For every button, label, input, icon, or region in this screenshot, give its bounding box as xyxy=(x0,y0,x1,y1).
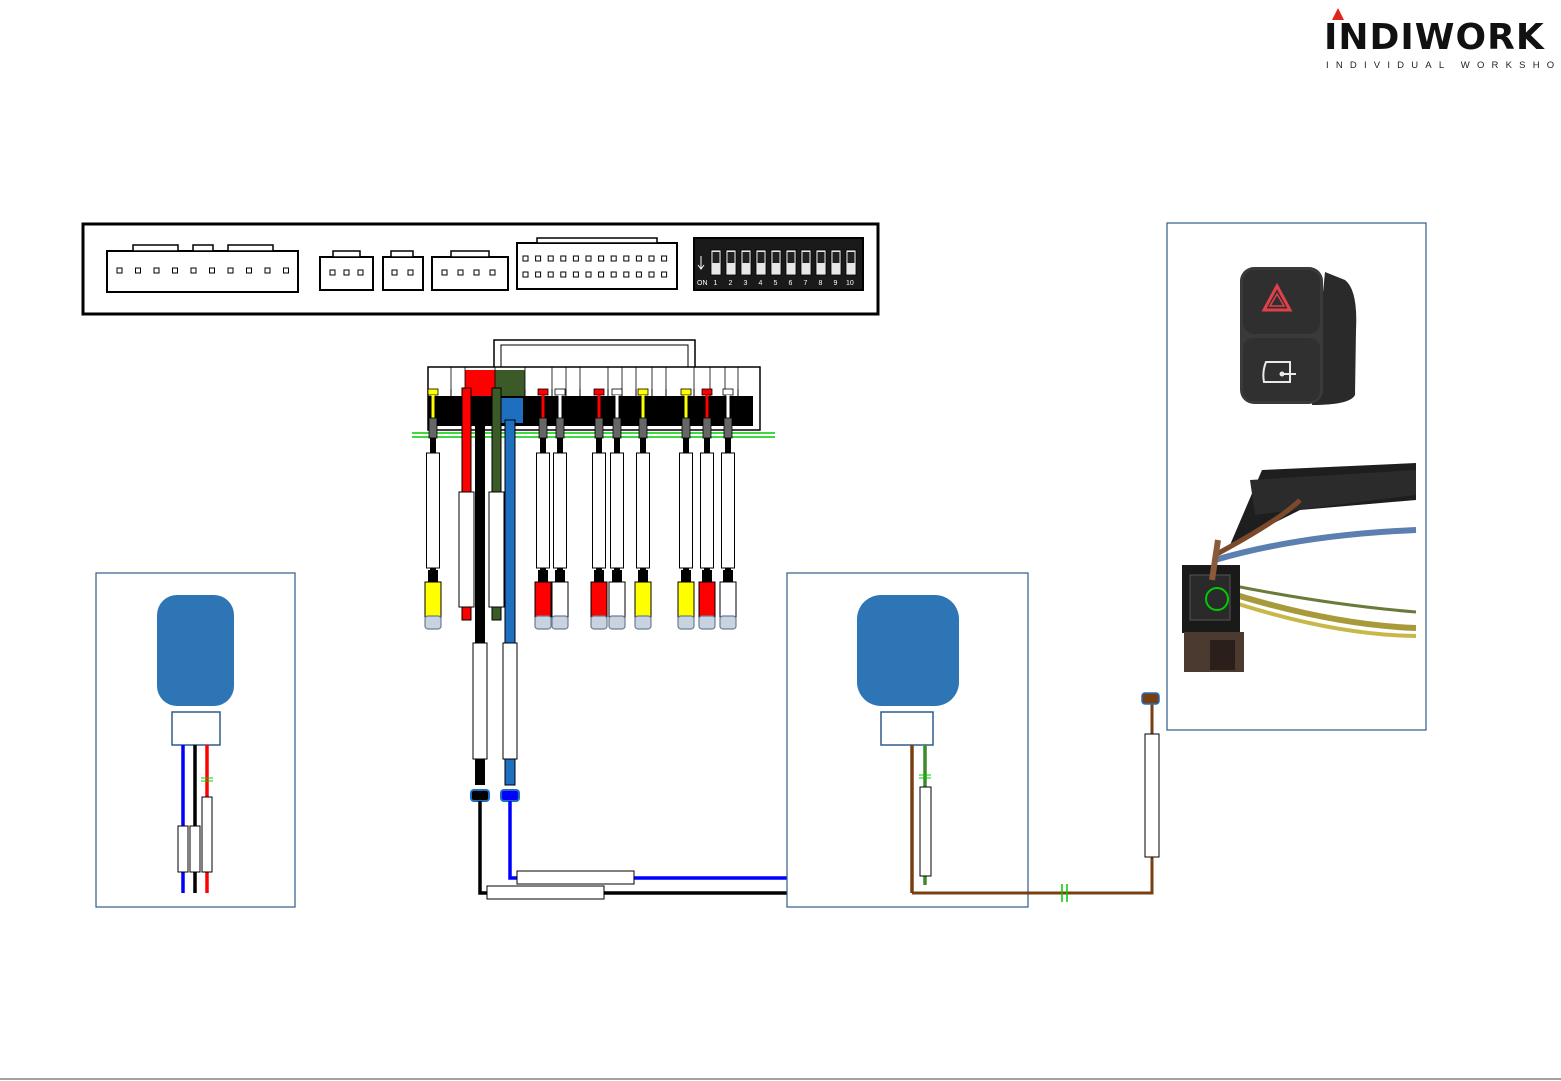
rca-crimp xyxy=(724,418,732,438)
dip-position-label: 5 xyxy=(774,280,778,287)
rca-body xyxy=(609,582,625,617)
rca-wire-tab xyxy=(723,389,733,395)
rca-neck xyxy=(681,570,691,582)
connector-10-pin xyxy=(107,245,298,292)
connector-2-pin xyxy=(383,251,423,290)
rca-heatshrink xyxy=(593,453,606,568)
rca-heatshrink xyxy=(427,453,440,568)
dip-toggle-lever xyxy=(758,252,765,263)
rca-wire-tab xyxy=(702,389,712,395)
left-module-connector xyxy=(172,712,220,745)
rca-tip xyxy=(535,616,551,629)
dip-toggle-lever xyxy=(848,252,855,263)
dip-on-label: ON xyxy=(697,280,708,287)
dip-toggle-lever xyxy=(773,252,780,263)
dip-position-label: 7 xyxy=(804,280,808,287)
rca-crimp xyxy=(703,418,711,438)
connector-24-pin xyxy=(517,238,677,289)
dip-toggle-lever xyxy=(713,252,720,263)
rca-body xyxy=(678,582,694,617)
rca-tip xyxy=(425,616,441,629)
rca-tip xyxy=(552,616,568,629)
center-module-panel xyxy=(787,573,1188,907)
rca-body xyxy=(535,582,551,617)
rca-wire-tab xyxy=(681,389,691,395)
connector-3-pin xyxy=(320,251,373,290)
dip-position-label: 3 xyxy=(744,280,748,287)
center-module-body xyxy=(857,595,959,706)
rca-body xyxy=(635,582,651,617)
rca-neck xyxy=(702,570,712,582)
rca-wire-tab xyxy=(638,389,648,395)
rca-body xyxy=(720,582,736,617)
rca-crimp xyxy=(595,418,603,438)
rca-wire-tab xyxy=(428,389,438,395)
rca-neck xyxy=(594,570,604,582)
rca-heatshrink xyxy=(701,453,714,568)
rca-crimp xyxy=(639,418,647,438)
dip-position-label: 8 xyxy=(819,280,823,287)
rca-crimp xyxy=(613,418,621,438)
rca-wire-tab xyxy=(555,389,565,395)
dip-switch: ON 1 2 3 4 5 6 7 8 9 10 xyxy=(694,238,863,290)
rca-heatshrink xyxy=(537,453,550,568)
connector-4-pin xyxy=(432,251,508,290)
rca-heatshrink xyxy=(554,453,567,568)
rca-body xyxy=(591,582,607,617)
rca-crimp xyxy=(556,418,564,438)
switch-photo-panel xyxy=(1167,223,1426,730)
rca-tip xyxy=(699,616,715,629)
rca-neck xyxy=(612,570,622,582)
rca-tip xyxy=(635,616,651,629)
rca-neck xyxy=(538,570,548,582)
rca-crimp xyxy=(539,418,547,438)
dip-position-label: 9 xyxy=(834,280,838,287)
rca-wire-tab xyxy=(594,389,604,395)
left-module-body xyxy=(157,595,234,706)
rca-body xyxy=(552,582,568,617)
rca-body xyxy=(699,582,715,617)
dip-position-label: 6 xyxy=(789,280,793,287)
dip-toggle-lever xyxy=(728,252,735,263)
rca-tip xyxy=(591,616,607,629)
dip-toggle-lever xyxy=(803,252,810,263)
dip-toggle-lever xyxy=(788,252,795,263)
dip-toggle-lever xyxy=(818,252,825,263)
rca-wire-tab xyxy=(538,389,548,395)
dip-position-label: 1 xyxy=(714,280,718,287)
rca-neck xyxy=(428,570,438,582)
dip-position-label: 4 xyxy=(759,280,763,287)
rca-neck xyxy=(555,570,565,582)
dip-position-label: 2 xyxy=(729,280,733,287)
rca-body xyxy=(425,582,441,617)
rca-tip xyxy=(678,616,694,629)
rca-heatshrink xyxy=(611,453,624,568)
rca-heatshrink xyxy=(637,453,650,568)
rca-crimp xyxy=(682,418,690,438)
rca-tip xyxy=(609,616,625,629)
dip-toggle-lever xyxy=(743,252,750,263)
center-module-connector xyxy=(881,712,933,745)
rca-crimp xyxy=(429,418,437,438)
rca-tip xyxy=(720,616,736,629)
rca-heatshrink xyxy=(722,453,735,568)
dip-toggle-lever xyxy=(833,252,840,263)
rca-neck xyxy=(723,570,733,582)
main-harness-connector xyxy=(428,340,760,430)
dip-position-label: 10 xyxy=(846,280,854,287)
interface-unit: ON 1 2 3 4 5 6 7 8 9 10 xyxy=(83,224,878,314)
rca-wire-tab xyxy=(612,389,622,395)
hazard-switch xyxy=(1240,267,1356,405)
rca-neck xyxy=(638,570,648,582)
left-module-panel xyxy=(96,573,295,907)
rca-heatshrink xyxy=(680,453,693,568)
